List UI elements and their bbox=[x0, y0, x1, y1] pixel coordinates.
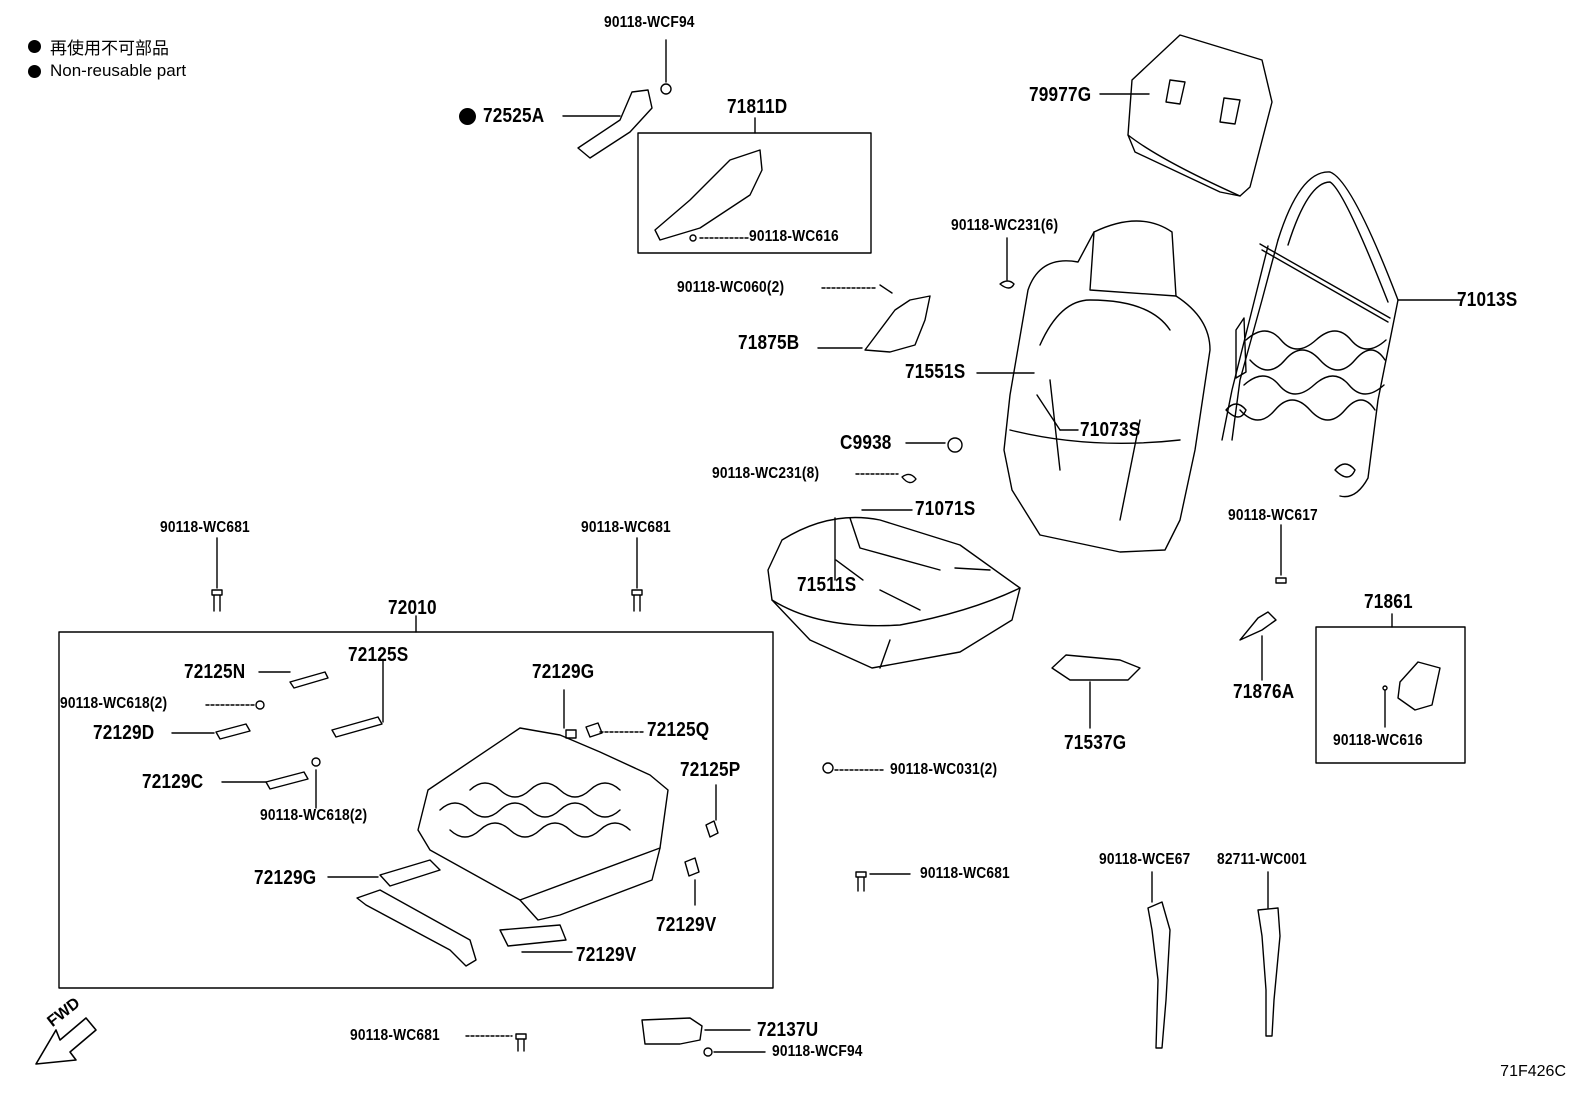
label-72129g-bottom: 72129G bbox=[254, 867, 317, 889]
label-90118-wc616-a: 90118-WC616 bbox=[749, 228, 839, 245]
label-79977g: 79977G bbox=[1029, 84, 1092, 106]
seat-cushion-drawing bbox=[767, 509, 1021, 669]
label-72129d: 72129D bbox=[93, 722, 155, 744]
label-72125s: 72125S bbox=[348, 644, 409, 666]
label-71013s: 71013S bbox=[1457, 289, 1518, 311]
non-reusable-dot-icon bbox=[28, 40, 41, 53]
non-reusable-dot-icon bbox=[459, 108, 476, 125]
label-90118-wcf94-top: 90118-WCF94 bbox=[604, 14, 695, 31]
label-90118-wc231-6: 90118-WC231(6) bbox=[951, 217, 1059, 234]
seatback-cover-drawing bbox=[976, 220, 1211, 553]
label-90118-wc681-d: 90118-WC681 bbox=[350, 1027, 440, 1044]
label-71073s: 71073S bbox=[1080, 419, 1141, 441]
label-71811d: 71811D bbox=[727, 96, 788, 118]
label-72129g-top: 72129G bbox=[532, 661, 595, 683]
label-71537g: 71537G bbox=[1064, 732, 1127, 754]
label-72525a: 72525A bbox=[483, 105, 545, 127]
label-72010: 72010 bbox=[388, 597, 437, 619]
legend-text-jp: 再使用不可部品 bbox=[50, 39, 169, 58]
label-90118-wc616-b: 90118-WC616 bbox=[1333, 732, 1423, 749]
label-71876a: 71876A bbox=[1233, 681, 1295, 703]
label-82711-wc001: 82711-WC001 bbox=[1217, 851, 1307, 868]
label-90118-wc060-2: 90118-WC060(2) bbox=[677, 279, 785, 296]
label-71511s: 71511S bbox=[797, 574, 857, 596]
label-71861: 71861 bbox=[1364, 591, 1413, 613]
small-parts-drawing bbox=[211, 39, 1441, 1057]
label-90118-wc617: 90118-WC617 bbox=[1228, 507, 1318, 524]
label-71875b: 71875B bbox=[738, 332, 800, 354]
seatback-frame-drawing bbox=[1221, 171, 1463, 498]
label-72129v-a: 72129V bbox=[656, 914, 717, 936]
legend-row-en: Non-reusable part bbox=[28, 61, 186, 81]
label-90118-wcf94-bottom: 90118-WCF94 bbox=[772, 1043, 863, 1060]
label-71071s: 71071S bbox=[915, 498, 976, 520]
label-90118-wc681-c: 90118-WC681 bbox=[920, 865, 1010, 882]
box-71861 bbox=[1315, 626, 1466, 764]
diagram-code: 71F426C bbox=[1500, 1063, 1566, 1080]
seat-frame-drawing bbox=[171, 659, 719, 967]
legend-text-en: Non-reusable part bbox=[50, 61, 187, 80]
label-90118-wc681-b: 90118-WC681 bbox=[581, 519, 671, 536]
label-90118-wc231-8: 90118-WC231(8) bbox=[712, 465, 820, 482]
label-90118-wc618-2-a: 90118-WC618(2) bbox=[60, 695, 168, 712]
label-72125p: 72125P bbox=[680, 759, 741, 781]
label-71551s: 71551S bbox=[905, 361, 966, 383]
non-reusable-dot-icon bbox=[28, 64, 41, 78]
headrest-cover-drawing bbox=[1099, 34, 1273, 197]
label-c9938: C9938 bbox=[840, 432, 892, 454]
label-90118-wc681-a: 90118-WC681 bbox=[160, 519, 250, 536]
legend-row-jp: 再使用不可部品 bbox=[28, 34, 169, 59]
label-90118-wc031-2: 90118-WC031(2) bbox=[890, 761, 998, 778]
label-72129v-b: 72129V bbox=[576, 944, 637, 966]
fwd-arrow-icon bbox=[35, 1017, 97, 1065]
label-72137u: 72137U bbox=[757, 1019, 819, 1041]
label-72125n: 72125N bbox=[184, 661, 246, 683]
label-72125q: 72125Q bbox=[647, 719, 710, 741]
label-90118-wce67: 90118-WCE67 bbox=[1099, 851, 1191, 868]
label-90118-wc618-2-b: 90118-WC618(2) bbox=[260, 807, 368, 824]
label-72129c: 72129C bbox=[142, 771, 204, 793]
